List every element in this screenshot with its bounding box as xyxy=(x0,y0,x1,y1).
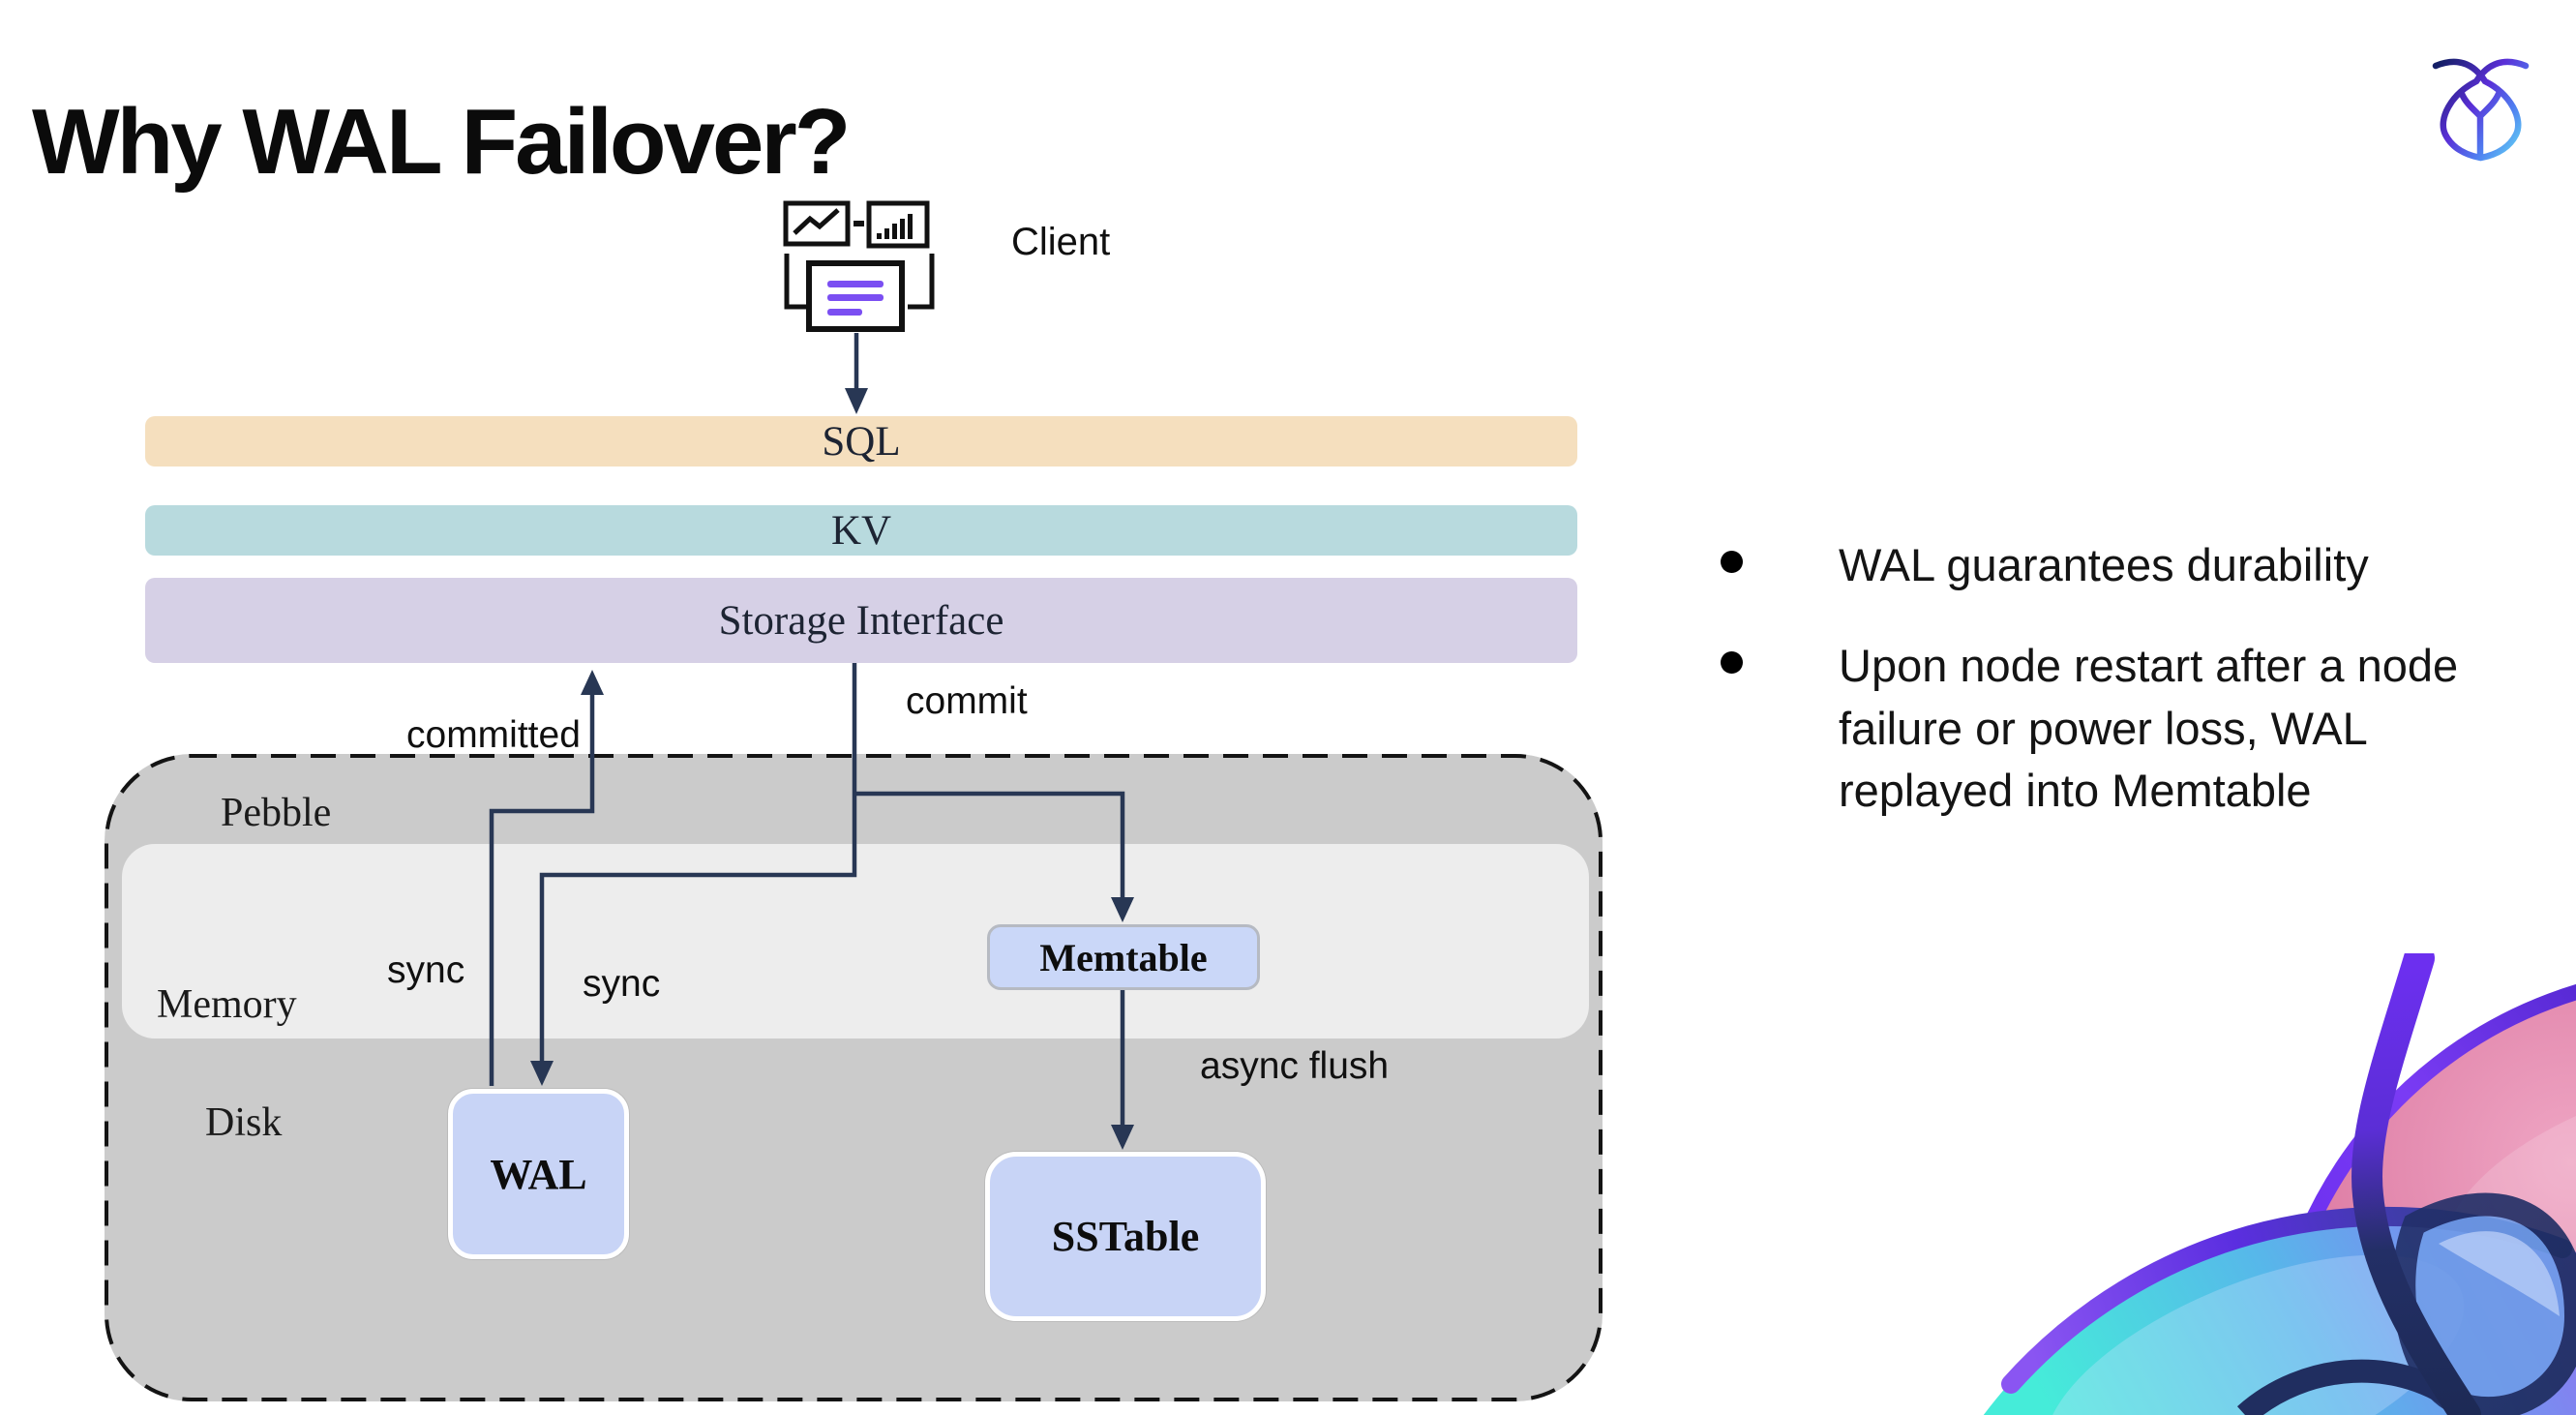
cockroachdb-logo xyxy=(2432,58,2530,162)
bar-chart-bars xyxy=(877,214,913,239)
client-workstation-icon xyxy=(783,200,935,332)
logo-right-body xyxy=(2432,58,2522,162)
disk-label: Disk xyxy=(205,1100,283,1145)
list-item: Upon node restart after a node failure o… xyxy=(1721,635,2572,822)
bar-chart-icon xyxy=(866,200,930,249)
edge-label-committed: committed xyxy=(406,714,581,756)
layer-kv-label: KV xyxy=(830,507,892,554)
client-label: Client xyxy=(1011,221,1111,263)
edge-label-commit: commit xyxy=(906,680,1028,722)
layer-storage-interface: Storage Interface xyxy=(145,578,1577,663)
layer-storage-label: Storage Interface xyxy=(718,597,1004,644)
page-title: Why WAL Failover? xyxy=(32,90,851,195)
bullet-text: Upon node restart after a node failure o… xyxy=(1839,640,2459,817)
layer-kv: KV xyxy=(145,505,1577,556)
logo-left-body xyxy=(2440,58,2530,162)
document-icon xyxy=(806,260,905,332)
bullet-dot xyxy=(1721,651,1743,675)
pebble-label: Pebble xyxy=(221,791,332,835)
logo-vein xyxy=(2458,90,2502,159)
node-sstable: SSTable xyxy=(985,1152,1266,1321)
cockroachdb-brand-art xyxy=(1983,953,2576,1415)
layer-sql-label: SQL xyxy=(822,418,901,465)
edge-label-async-flush: async flush xyxy=(1200,1045,1390,1087)
node-sstable-label: SSTable xyxy=(1051,1213,1200,1260)
art-pink-rim xyxy=(2286,984,2576,1276)
bullet-list: WAL guarantees durability Upon node rest… xyxy=(1721,534,2572,861)
node-wal: WAL xyxy=(448,1089,629,1259)
memory-label: Memory xyxy=(157,982,297,1027)
bracket-right xyxy=(908,254,935,310)
list-item: WAL guarantees durability xyxy=(1721,534,2572,596)
document-text-lines xyxy=(827,281,884,316)
bullet-dot xyxy=(1721,551,1743,573)
node-memtable-label: Memtable xyxy=(1039,935,1208,979)
memory-band xyxy=(122,844,1589,1039)
bullet-text: WAL guarantees durability xyxy=(1839,539,2369,590)
art-antenna-stroke xyxy=(2351,953,2481,1415)
node-memtable: Memtable xyxy=(987,924,1260,990)
edge-label-sync-right: sync xyxy=(583,963,661,1005)
edge-label-sync-left: sync xyxy=(387,949,465,991)
node-wal-label: WAL xyxy=(490,1150,587,1198)
bracket-left xyxy=(784,254,811,310)
layer-sql: SQL xyxy=(145,416,1577,467)
art-leaf-highlight xyxy=(2439,1231,2560,1316)
